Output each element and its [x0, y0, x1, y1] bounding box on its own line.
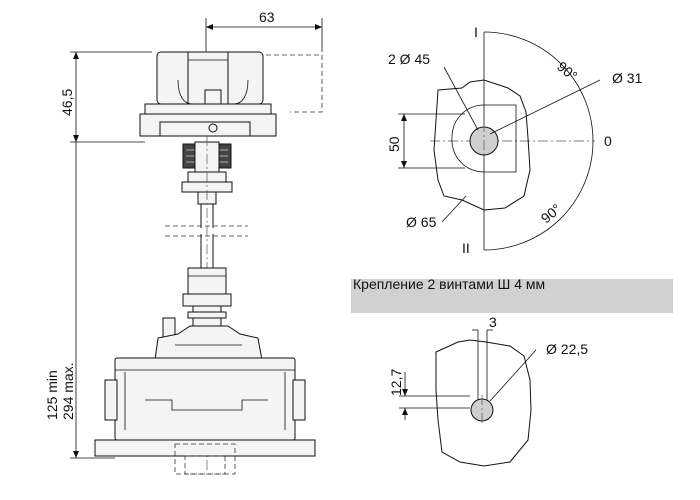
dim-3: 3: [489, 314, 497, 330]
plan-view: I 0 II 90° 90° 50 2 Ø 45 Ø 31 Ø 65: [386, 24, 643, 256]
dim-12-7: 12,7: [388, 369, 404, 396]
side-view: 63 46,5 125 min 294 max.: [44, 9, 323, 475]
angle-90-top: 90°: [554, 58, 581, 84]
dim-46-5: 46,5: [59, 89, 75, 116]
dim-294-max: 294 max.: [60, 362, 76, 420]
note-band: [351, 279, 673, 313]
dim-31: Ø 31: [612, 70, 643, 86]
dim-65: Ø 65: [406, 214, 437, 230]
position-I: I: [474, 24, 478, 40]
mounting-note: Крепление 2 винтами Ш 4 мм: [353, 276, 546, 292]
dim-50: 50: [386, 136, 402, 152]
shaft-detail: 3 12,7 Ø 22,5: [388, 314, 588, 467]
dim-63: 63: [259, 9, 275, 25]
angle-90-bottom: 90°: [538, 200, 565, 226]
dim-2x-45: 2 Ø 45: [388, 51, 430, 67]
dim-22-5: Ø 22,5: [546, 341, 588, 357]
position-0: 0: [604, 133, 612, 149]
dim-125-min: 125 min: [44, 370, 60, 420]
position-II: II: [462, 240, 470, 256]
